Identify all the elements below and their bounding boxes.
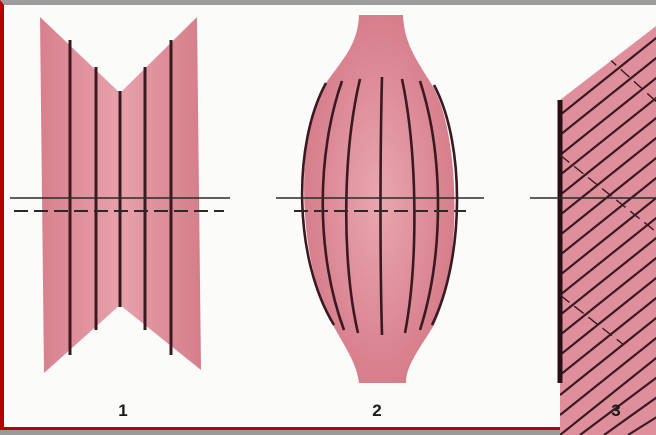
figure-label-2: 2 (357, 401, 397, 421)
figure-label-3: 3 (596, 401, 636, 421)
figure-label-1: 1 (103, 401, 143, 421)
muscle-shapes-diagram (4, 5, 656, 435)
parallel-muscle-figure (10, 17, 230, 373)
pennate-muscle-figure (530, 23, 656, 435)
fusiform-muscle-figure (276, 15, 484, 383)
